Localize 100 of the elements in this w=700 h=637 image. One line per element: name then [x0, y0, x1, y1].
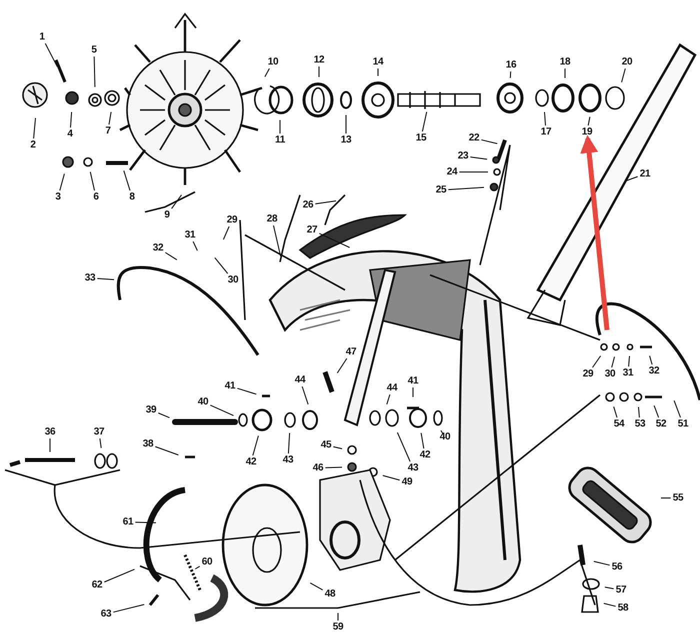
callout-number: 28 — [266, 214, 278, 224]
callout-number: 13 — [340, 134, 352, 146]
leader-line — [99, 438, 102, 449]
leader-line — [611, 356, 615, 368]
leader-line — [674, 400, 681, 418]
leader-line — [252, 435, 259, 456]
leader-line — [649, 355, 653, 365]
leader-line — [628, 356, 630, 367]
callout-number: 41 — [406, 376, 420, 386]
leader-line — [382, 475, 400, 481]
leader-line — [214, 257, 228, 274]
leader-line — [412, 387, 414, 398]
leader-line — [593, 560, 610, 566]
callout-number: 62 — [90, 580, 104, 590]
leader-line — [134, 522, 156, 524]
leader-line — [510, 71, 512, 78]
callout-number: 32 — [648, 366, 660, 376]
callout-number: 59 — [332, 622, 344, 632]
leader-line — [422, 111, 428, 132]
callout-number: 40 — [196, 396, 210, 408]
callout-number: 45 — [320, 440, 332, 450]
callout-number: 27 — [306, 224, 318, 236]
callout-number: 38 — [142, 438, 154, 450]
leader-line — [613, 406, 618, 418]
leader-line — [625, 176, 638, 182]
leader-line — [302, 386, 309, 405]
leader-line — [164, 252, 178, 260]
callout-number: 11 — [274, 134, 286, 146]
leader-line — [318, 66, 320, 78]
leader-line — [158, 412, 170, 418]
leader-line — [108, 111, 112, 125]
leader-line — [448, 186, 484, 190]
callout-number: 47 — [344, 346, 358, 358]
callout-number: 2 — [29, 140, 37, 150]
callout-number: 29 — [226, 214, 238, 226]
leader-line — [264, 68, 270, 78]
callout-number: 57 — [614, 584, 628, 596]
callout-number: 3 — [54, 192, 62, 202]
callout-number: 63 — [100, 608, 112, 620]
callout-number: 4 — [66, 128, 74, 140]
callout-number: 22 — [468, 132, 480, 144]
leader-line — [603, 602, 616, 607]
leader-line — [588, 116, 590, 126]
leader-line — [544, 112, 546, 126]
leader-line — [288, 432, 290, 454]
leader-line — [480, 139, 498, 144]
leader-line — [33, 118, 36, 139]
callout-number: 61 — [122, 516, 134, 528]
callout-number: 17 — [540, 126, 552, 138]
leader-line — [396, 432, 411, 462]
leader-line — [112, 604, 145, 613]
callout-number: 60 — [200, 556, 214, 568]
callout-number: 41 — [224, 380, 236, 392]
callout-number: 9 — [163, 210, 171, 220]
callout-number: 14 — [372, 56, 384, 68]
callout-number: 37 — [92, 426, 106, 438]
leader-line — [621, 68, 626, 83]
leader-line — [638, 406, 640, 418]
callout-number: 58 — [616, 602, 630, 614]
callout-number: 24 — [446, 166, 458, 178]
callout-number: 44 — [294, 374, 306, 386]
leader-line — [273, 225, 282, 257]
callout-number: 8 — [128, 192, 136, 202]
callout-number: 19 — [580, 126, 594, 138]
callout-number: 48 — [324, 588, 336, 600]
leader-line — [336, 358, 348, 374]
callout-number: 40 — [438, 432, 452, 442]
callout-number: 1 — [38, 32, 46, 42]
leader-line — [654, 405, 660, 418]
leader-line — [420, 432, 424, 449]
leader-line — [310, 582, 324, 590]
leader-line — [236, 388, 257, 395]
callout-number: 23 — [456, 150, 470, 162]
callout-number: 30 — [226, 274, 240, 286]
callout-number: 30 — [604, 368, 616, 380]
callout-number: 32 — [152, 242, 164, 254]
leader-line — [314, 200, 337, 204]
callout-number: 5 — [90, 44, 98, 56]
callout-number: 33 — [84, 272, 96, 284]
callout-number: 44 — [386, 382, 398, 394]
leader-line — [104, 568, 135, 582]
callout-number: 49 — [400, 476, 414, 488]
leader-line — [90, 171, 95, 191]
leader-line — [592, 355, 602, 368]
callout-number: 31 — [622, 368, 634, 378]
callout-number: 20 — [620, 56, 634, 68]
callout-number: 53 — [634, 418, 646, 430]
leader-line — [96, 278, 114, 280]
leader-line — [194, 566, 200, 570]
callout-number: 52 — [654, 418, 668, 430]
callout-number: 54 — [612, 418, 626, 430]
callout-number: 6 — [92, 192, 100, 202]
callout-number: 10 — [266, 56, 280, 68]
callout-number: 25 — [434, 184, 448, 196]
leader-line — [324, 466, 342, 468]
leader-line — [564, 68, 566, 78]
callout-number: 7 — [104, 126, 112, 136]
leader-line — [210, 404, 234, 416]
leader-line — [386, 394, 390, 405]
callout-number: 15 — [414, 132, 428, 144]
